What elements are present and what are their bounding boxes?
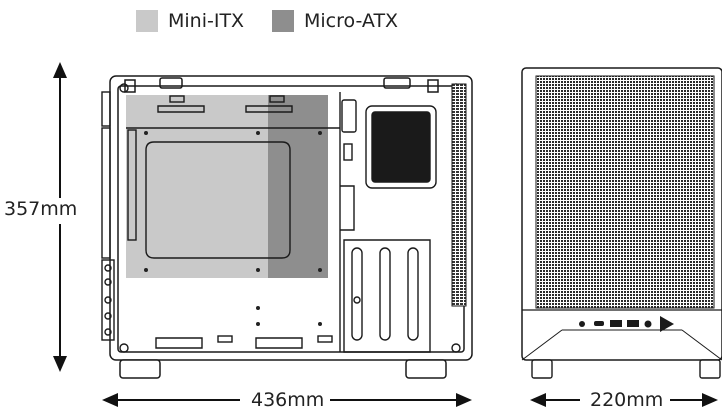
reset-button-icon bbox=[644, 320, 652, 328]
legend-item-mini-itx: Mini-ITX bbox=[136, 10, 244, 32]
case-side-details bbox=[101, 83, 461, 353]
legend-swatch-micro-atx bbox=[272, 10, 294, 32]
depth-arrow bbox=[530, 393, 718, 407]
mini-itx-area bbox=[126, 95, 268, 278]
usb-a-port-icon bbox=[627, 320, 639, 327]
side-vent bbox=[451, 83, 467, 307]
width-label: 436mm bbox=[245, 389, 331, 411]
height-label: 357mm bbox=[4, 198, 78, 220]
legend-item-micro-atx: Micro-ATX bbox=[272, 10, 398, 32]
legend-label-micro-atx: Micro-ATX bbox=[304, 10, 399, 32]
standoff-dots bbox=[144, 131, 322, 326]
case-front-view bbox=[521, 67, 722, 379]
usb-c-port-icon bbox=[594, 321, 604, 326]
power-button-icon bbox=[660, 316, 674, 332]
depth-label: 220mm bbox=[584, 389, 670, 411]
front-io-panel bbox=[579, 316, 674, 332]
audio-jack-icon bbox=[579, 321, 585, 327]
legend-swatch-mini-itx bbox=[136, 10, 158, 32]
legend: Mini-ITX Micro-ATX bbox=[0, 10, 722, 40]
usb-a-port-icon bbox=[610, 320, 622, 327]
width-arrow bbox=[102, 393, 472, 407]
legend-label-mini-itx: Mini-ITX bbox=[168, 10, 245, 32]
height-arrow bbox=[53, 62, 67, 372]
